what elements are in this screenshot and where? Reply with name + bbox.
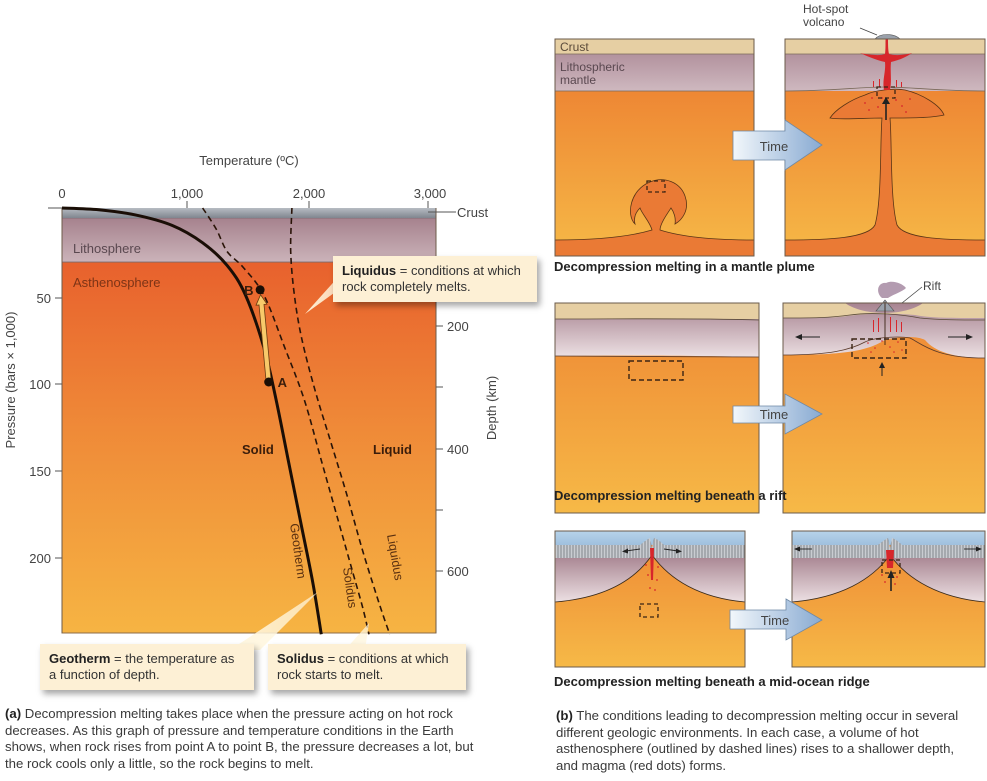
x-tick-label: 1,000 (171, 186, 204, 201)
curves: AB (61, 206, 391, 635)
liquid-region-label: Liquid (373, 442, 412, 457)
decompression-arrow (255, 293, 272, 383)
point-b (255, 285, 265, 295)
geotherm-curve (61, 206, 323, 635)
rift-label: Rift (923, 279, 942, 293)
time-arrow: Time (732, 393, 823, 435)
panel-title: Decompression melting beneath a rift (554, 488, 787, 503)
caption-b: (b) The conditions leading to decompress… (556, 708, 976, 774)
y-tick-label: 200 (29, 551, 51, 566)
plume-head-large (784, 88, 986, 257)
point-a (264, 377, 274, 387)
panel-title: Decompression melting beneath a mid-ocea… (554, 674, 870, 689)
asthenosphere-volume-outline (881, 559, 901, 574)
y-axis-title: Pressure (bars × 1,000) (3, 312, 18, 449)
ridge-panel-after (791, 530, 986, 668)
label-line: volcano (803, 15, 845, 29)
time-arrow: Time (729, 598, 823, 641)
x-tick-label: 2,000 (293, 186, 326, 201)
y-tick-label: 150 (29, 464, 51, 479)
y2-tick-label: 400 (447, 442, 469, 457)
magma-conduit (860, 36, 912, 90)
eruption-plume (878, 281, 906, 298)
y-ticks: 50 100 150 200 (29, 291, 62, 566)
hotspot-volcano (874, 34, 901, 40)
geotherm-callout: Geotherm = the temperature as a function… (40, 644, 254, 690)
time-arrow: Time (732, 119, 823, 171)
liquidus-callout: Liquidus = conditions at which rock comp… (333, 256, 537, 302)
label-line: Hot-spot (803, 2, 849, 16)
point-label-a: A (278, 375, 288, 390)
caption-a-text: Decompression melting takes place when t… (5, 706, 474, 771)
solidus-curve (201, 207, 370, 635)
caption-a-label: (a) (5, 706, 22, 721)
label-line: mantle (560, 73, 596, 87)
y-tick-label: 100 (29, 377, 51, 392)
rift-panel-before (554, 302, 760, 514)
asthenosphere-volume-outline (628, 360, 684, 381)
magma-dots (864, 79, 911, 113)
ridge-panel-before (554, 530, 746, 668)
x-tick-label: 0 (58, 186, 65, 201)
caption-b-text: The conditions leading to decompression … (556, 708, 959, 773)
liquidus-callout-term: Liquidus (342, 263, 397, 278)
solidus-curve-label: Solidus (340, 566, 360, 609)
time-arrow-label: Time (761, 613, 789, 628)
panel-title: Decompression melting in a mantle plume (554, 259, 815, 274)
x-axis-title: Temperature (ºC) (199, 153, 298, 168)
liquidus-callout-text: = conditions at which rock completely me… (342, 263, 521, 294)
time-arrow-label: Time (760, 407, 788, 422)
geotherm-callout-term: Geotherm (49, 651, 111, 666)
magma-dots (867, 317, 903, 353)
y2-tick-label: 200 (447, 319, 469, 334)
label-line: Lithospheric (560, 60, 625, 74)
rift-panel-after: Rift (782, 279, 986, 514)
crust-label: Crust (560, 40, 589, 54)
plume-head-small (554, 179, 755, 257)
magma-dots (645, 548, 659, 591)
asthenosphere-volume-outline (646, 180, 666, 193)
x-tick-label: 3,000 (414, 186, 447, 201)
asthenosphere-layer (61, 261, 437, 634)
x-ticks: 0 1,000 2,000 3,000 (48, 186, 447, 209)
caption-a: (a) Decompression melting takes place wh… (5, 706, 495, 772)
y-tick-label: 50 (37, 291, 51, 306)
geotherm-callout-text: = the temperature as a function of depth… (49, 651, 235, 682)
crust-label: Crust (457, 205, 488, 220)
caption-b-label: (b) (556, 708, 573, 723)
solidus-callout-term: Solidus (277, 651, 324, 666)
geotherm-callout-pointer (230, 592, 318, 650)
point-label-b: B (244, 283, 253, 298)
solidus-callout-text: = conditions at which rock starts to mel… (277, 651, 449, 682)
crust-layer (62, 208, 436, 218)
solidus-callout-pointer (345, 623, 369, 650)
solidus-callout: Solidus = conditions at which rock start… (268, 644, 466, 690)
liquidus-curve (289, 207, 391, 635)
magma-dots (881, 550, 898, 585)
solid-region-label: Solid (242, 442, 274, 457)
asthenosphere-volume-outline (851, 338, 907, 359)
lithosphere-label: Lithosphere (73, 241, 141, 256)
asthenosphere-volume-outline (639, 603, 659, 618)
figure-a: Temperature (ºC) Pressure (bars × 1,000)… (3, 153, 499, 650)
time-arrow-label: Time (760, 139, 788, 154)
y2-tick-label: 600 (447, 564, 469, 579)
y2-axis-title: Depth (km) (484, 376, 499, 440)
y2-ticks: 200 400 600 (436, 319, 469, 579)
asthenosphere-label: Asthenosphere (73, 275, 160, 290)
